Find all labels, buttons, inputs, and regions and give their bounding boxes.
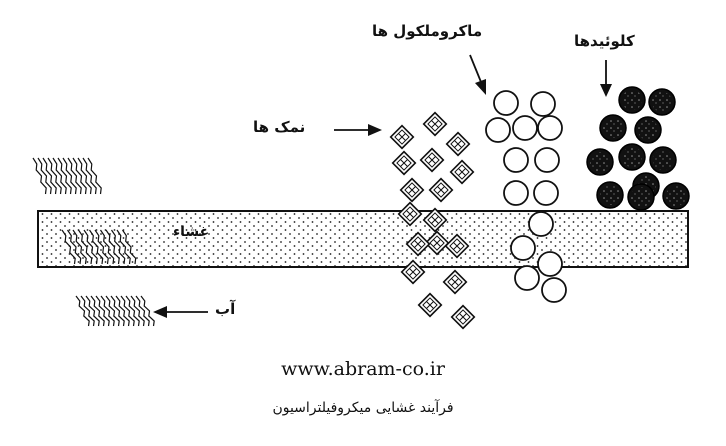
water-flow-lines-bottom: [75, 295, 155, 327]
water-stroke: [100, 229, 115, 265]
water-stroke: [52, 157, 67, 195]
water-stroke: [85, 295, 100, 327]
macromolecule-particle: [533, 180, 559, 206]
salt-particle: [422, 111, 448, 137]
water-stroke: [130, 295, 145, 327]
macromolecule-particle: [493, 90, 519, 116]
water-stroke: [89, 229, 104, 265]
water-stroke: [75, 295, 90, 327]
water-stroke: [67, 229, 82, 265]
salt-particle: [400, 259, 426, 285]
salt-particle: [449, 159, 475, 185]
salt-particle: [417, 292, 443, 318]
macromolecule-particle: [503, 147, 529, 173]
water-flow-lines-middle: [61, 229, 137, 265]
salt-particle: [399, 177, 425, 203]
salts-label: نمک ها: [253, 118, 306, 136]
macromolecule-particle: [485, 117, 511, 143]
salt-particle: [419, 147, 445, 173]
membrane-band: [37, 210, 689, 268]
macromolecule-particle: [503, 180, 529, 206]
colloid-particle: [634, 116, 662, 144]
macromolecule-particle: [528, 211, 554, 237]
macromolecule-particle: [537, 251, 563, 277]
water-stroke: [47, 157, 62, 195]
water-stroke: [94, 229, 109, 265]
colloid-particle: [648, 88, 676, 116]
colloid-particle: [618, 86, 646, 114]
salt-particle: [389, 124, 415, 150]
colloid-particle: [627, 183, 655, 211]
water-stroke: [72, 229, 87, 265]
water-stroke: [77, 157, 92, 195]
salt-particles: [389, 111, 476, 330]
colloid-particle: [599, 114, 627, 142]
water-stroke: [80, 295, 95, 327]
water-stroke: [105, 295, 120, 327]
water-label: آب: [215, 300, 236, 318]
website-url: www.abram-co.ir: [281, 358, 445, 380]
salt-particle: [391, 150, 417, 176]
water-stroke: [78, 229, 93, 265]
water-stroke: [95, 295, 110, 327]
salt-particle: [444, 233, 470, 259]
macromolecule-particle: [514, 265, 540, 291]
macromolecule-particle: [512, 115, 538, 141]
water-stroke: [83, 229, 98, 265]
colloid-particle: [662, 182, 690, 210]
water-stroke: [57, 157, 72, 195]
water-stroke: [100, 295, 115, 327]
water-stroke: [72, 157, 87, 195]
salt-particle: [450, 304, 476, 330]
water-stroke: [120, 295, 135, 327]
salt-particle: [422, 207, 448, 233]
water-stroke: [110, 295, 125, 327]
salt-particle: [428, 177, 454, 203]
salt-particle: [405, 231, 431, 257]
colloid-particles: [586, 86, 690, 211]
salt-particle: [445, 131, 471, 157]
colloid-particle: [596, 181, 624, 209]
water-stroke: [90, 295, 105, 327]
water-stroke: [62, 157, 77, 195]
water-stroke: [32, 157, 47, 195]
macromolecule-particles: [485, 90, 567, 303]
water-stroke: [67, 157, 82, 195]
colloid-particle: [586, 148, 614, 176]
macromolecule-particle: [541, 277, 567, 303]
water-stroke: [140, 295, 155, 327]
figure-caption: فرآیند غشایی میکروفیلتراسیون: [272, 400, 454, 416]
water-stroke: [122, 229, 137, 265]
water-stroke: [61, 229, 76, 265]
water-arrow: [153, 306, 208, 318]
colloids-arrow: [600, 60, 612, 97]
colloid-particle: [618, 143, 646, 171]
water-stroke: [82, 157, 97, 195]
colloid-particle: [649, 146, 677, 174]
water-stroke: [87, 157, 102, 195]
water-stroke: [115, 295, 130, 327]
macromolecule-particle: [534, 147, 560, 173]
water-flow-lines-top: [32, 157, 102, 195]
macromolecule-particle: [537, 115, 563, 141]
membrane-label: غشاء: [173, 224, 210, 240]
water-stroke: [42, 157, 57, 195]
macromolecules-arrow: [469, 54, 486, 95]
water-stroke: [116, 229, 131, 265]
macromolecule-particle: [530, 91, 556, 117]
salts-arrow: [334, 124, 382, 136]
salt-particle: [442, 269, 468, 295]
water-stroke: [135, 295, 150, 327]
water-stroke: [125, 295, 140, 327]
water-stroke: [111, 229, 126, 265]
salt-particle: [397, 201, 423, 227]
colloids-label: کلوئیدها: [574, 32, 635, 50]
macromolecule-particle: [510, 235, 536, 261]
water-stroke: [37, 157, 52, 195]
water-stroke: [105, 229, 120, 265]
macromolecules-label: ماکروملکول ها: [372, 22, 483, 40]
salt-particle: [424, 230, 450, 256]
